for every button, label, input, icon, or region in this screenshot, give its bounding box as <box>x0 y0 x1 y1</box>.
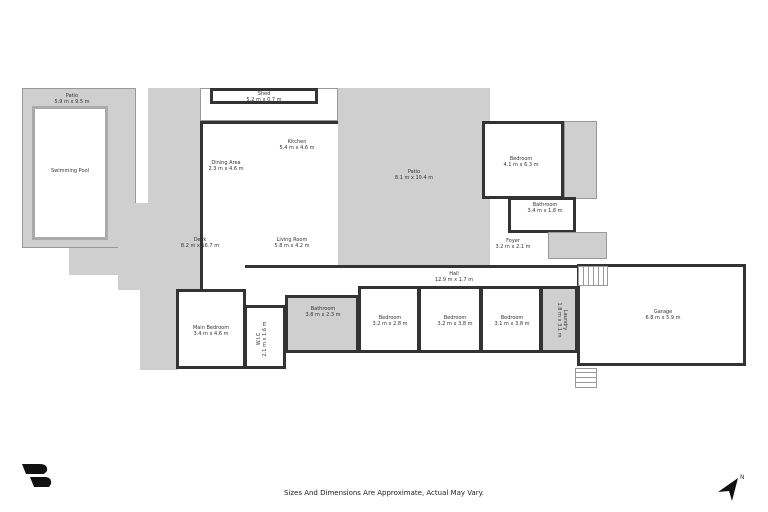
deck-area-4 <box>140 289 178 370</box>
wic <box>244 305 286 369</box>
foyer-porch <box>548 232 607 259</box>
stairs-south <box>575 368 597 388</box>
bathroom-south <box>285 295 359 353</box>
bathroom-ne <box>508 197 576 233</box>
swimming-pool <box>32 106 108 240</box>
patio-center-area <box>338 88 490 266</box>
deck-area-3 <box>69 248 149 275</box>
side-strip <box>564 121 597 199</box>
brand-logo <box>22 464 52 487</box>
kitchen-living <box>200 121 349 290</box>
compass-label: N <box>740 474 745 481</box>
laundry-room <box>540 286 578 353</box>
main-bedroom <box>176 289 246 369</box>
shed <box>210 88 318 104</box>
disclaimer: Sizes And Dimensions Are Approximate, Ac… <box>283 489 485 497</box>
label-pool: Swimming Pool <box>50 168 90 174</box>
bedroom-2-room <box>418 286 482 353</box>
hall <box>245 265 577 290</box>
stairs <box>578 266 608 286</box>
north-arrow-icon: N <box>718 474 745 501</box>
